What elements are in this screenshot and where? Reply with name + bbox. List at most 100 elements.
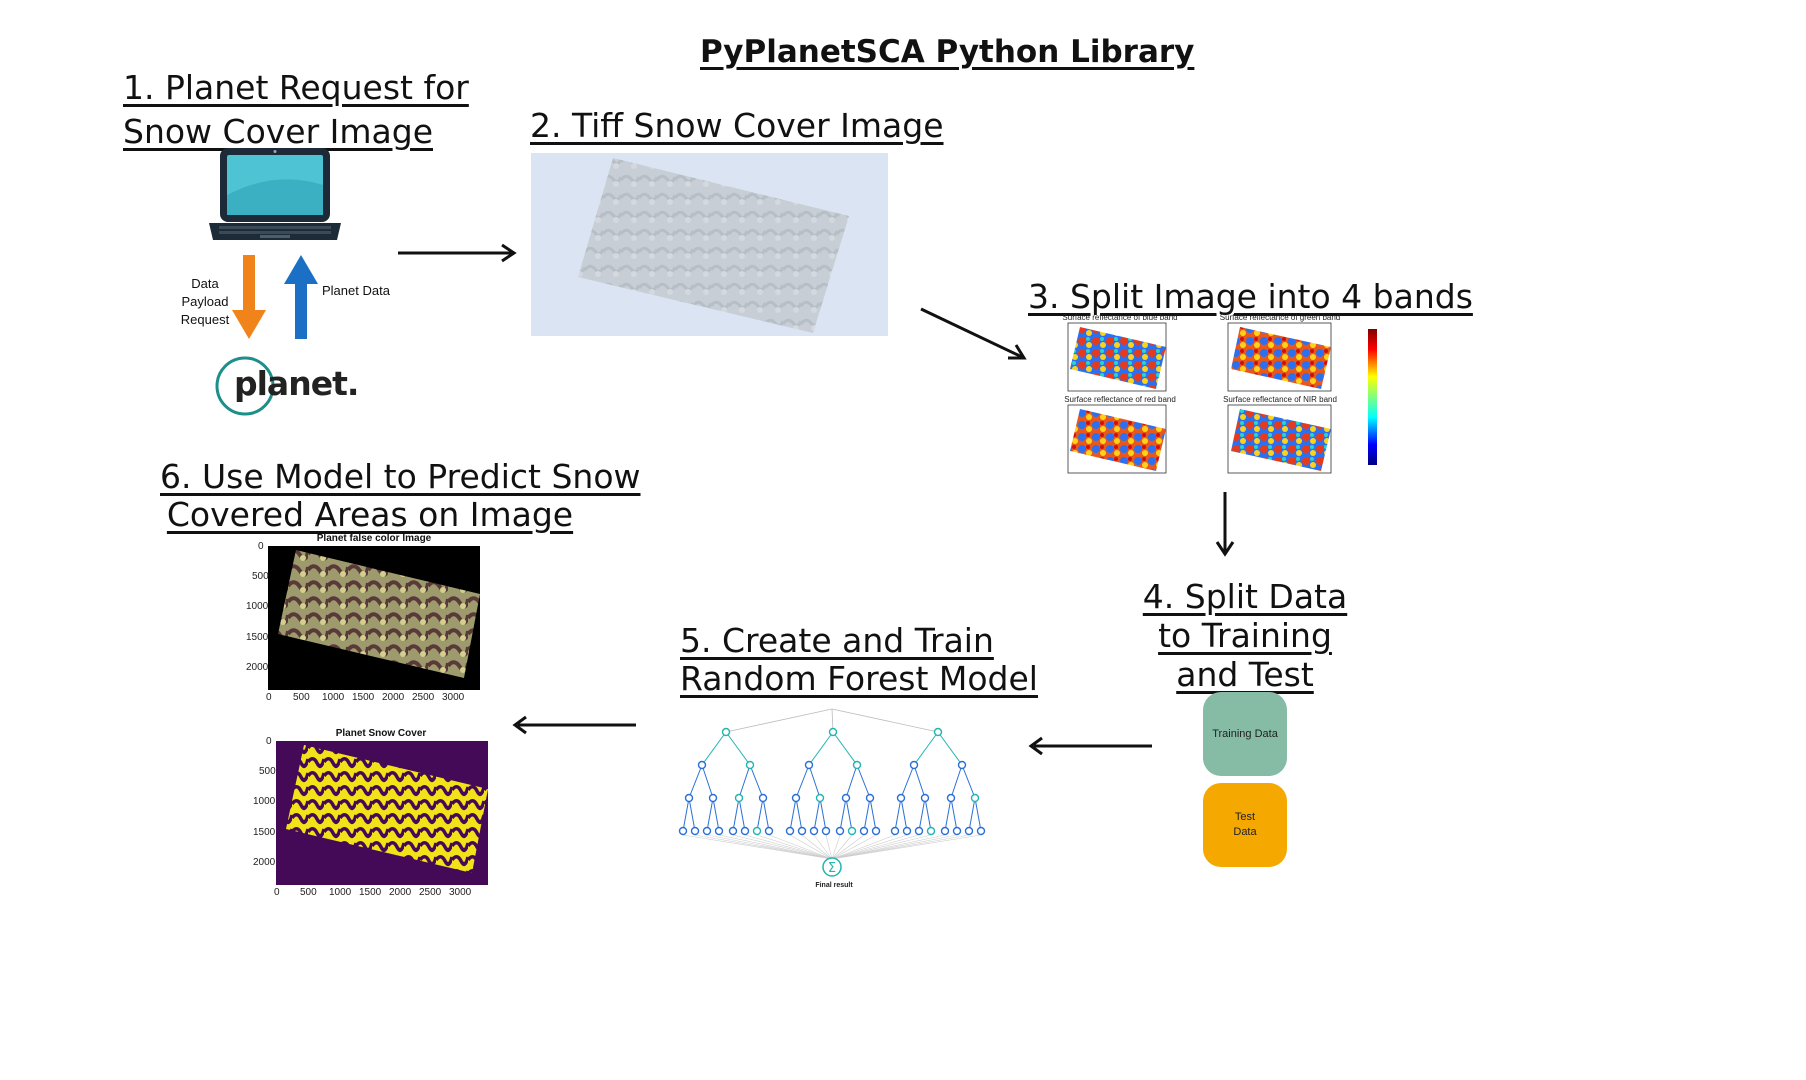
forest-vote-link	[831, 834, 896, 860]
forest-edge	[944, 797, 952, 832]
step4-line3: and Test	[1176, 655, 1314, 694]
step5-line1: 5. Create and Train	[680, 621, 994, 660]
forest-vote-link	[831, 834, 932, 860]
forest-vote-link	[825, 834, 833, 860]
sc-xtick-1: 500	[300, 887, 317, 898]
forest-node	[721, 727, 731, 737]
forest-vote-link	[718, 834, 833, 860]
forest-vote-link	[831, 834, 920, 860]
forest-leaf	[871, 826, 881, 836]
forest-node	[970, 793, 980, 803]
forest-edge	[813, 797, 821, 832]
forest-leaf	[678, 826, 688, 836]
forest-leaf	[835, 826, 845, 836]
forest-vote-link	[801, 834, 833, 860]
forest-root-link	[725, 708, 833, 733]
forest-leaf	[702, 826, 712, 836]
forest-edge	[832, 731, 858, 766]
arrow-step2-to-step3	[920, 307, 1027, 360]
forest-leaf	[821, 826, 831, 836]
forest-vote-link	[831, 834, 877, 860]
sc-ytick-0: 0	[266, 736, 272, 747]
sc-xtick-4: 2000	[389, 887, 412, 898]
training-data-box: Training Data	[1203, 692, 1287, 776]
band-title-blue: Surface reflectance of blue band	[1062, 313, 1178, 322]
sc-ytick-3: 1500	[253, 827, 276, 838]
planet-data-label: Planet Data	[322, 283, 390, 298]
forest-vote-link	[732, 834, 833, 860]
forest-leaf	[847, 826, 857, 836]
forest-edge	[682, 797, 690, 832]
forest-leaf	[785, 826, 795, 836]
false-color-axes	[268, 546, 480, 690]
forest-root-link	[831, 708, 939, 733]
forest-leaf	[940, 826, 950, 836]
forest-node	[745, 760, 755, 770]
false-color-plot-title: Planet false color Image	[316, 533, 432, 544]
forest-edge	[968, 797, 976, 832]
forest-leaf	[740, 826, 750, 836]
sc-xtick-5: 2500	[419, 887, 442, 898]
forest-node	[841, 793, 851, 803]
snow-cover-plot: Planet Snow Cover 0 500 1000 1500 2000 0…	[245, 728, 515, 903]
forest-vote-link	[682, 834, 833, 860]
forest-node	[920, 793, 930, 803]
fc-xtick-2: 1000	[322, 692, 345, 703]
step6-line1: 6. Use Model to Predict Snow	[160, 457, 641, 496]
forest-vote-link	[831, 834, 841, 860]
forest-edge	[706, 797, 714, 832]
sc-xtick-2: 1000	[329, 887, 352, 898]
forest-node	[697, 760, 707, 770]
forest-edge	[819, 797, 827, 832]
forest-edge	[913, 764, 926, 799]
forest-edge	[725, 731, 751, 766]
forest-edge	[856, 764, 871, 799]
band-title-nir: Surface reflectance of NIR band	[1223, 395, 1337, 404]
forest-leaf	[809, 826, 819, 836]
forest-edge	[863, 797, 871, 832]
forest-leaf	[926, 826, 936, 836]
forest-node	[828, 727, 838, 737]
fc-xtick-1: 500	[293, 692, 310, 703]
fc-xtick-5: 2500	[412, 692, 435, 703]
down-arrow-icon	[232, 255, 266, 339]
forest-edge	[839, 797, 847, 832]
forest-leaf	[976, 826, 986, 836]
forest-leaf	[797, 826, 807, 836]
band-title-red: Surface reflectance of red band	[1064, 395, 1176, 404]
false-color-plot: Planet false color Image 0 500 1000 1500…	[238, 533, 508, 708]
forest-node	[852, 760, 862, 770]
planet-logo-text: planet.	[234, 364, 359, 403]
sc-ytick-4: 2000	[253, 857, 276, 868]
forest-edge	[961, 764, 976, 799]
test-label-line2: Data	[1233, 826, 1257, 838]
forest-node	[909, 760, 919, 770]
down-label-line2: Payload	[181, 294, 229, 309]
fc-xtick-4: 2000	[382, 692, 405, 703]
forest-leaf	[690, 826, 700, 836]
step6-line2: Covered Areas on Image	[166, 495, 574, 534]
forest-edge	[894, 797, 902, 832]
down-label-line1: Data	[191, 276, 219, 291]
forest-vote-link	[831, 834, 970, 860]
forest-leaf	[914, 826, 924, 836]
band-maps	[1067, 322, 1377, 474]
forest-edge	[701, 764, 714, 799]
forest-node	[804, 760, 814, 770]
down-label-line3: Request	[180, 312, 230, 327]
four-bands-figure: Surface reflectance of blue band Surface…	[1050, 313, 1390, 483]
random-forest-diagram: Σ	[678, 708, 986, 877]
forest-edge	[762, 797, 770, 832]
step3-heading: 3. Split Image into 4 bands	[1028, 277, 1473, 316]
forest-edge	[900, 797, 908, 832]
forest-edge	[808, 731, 834, 766]
final-result-label: Final result	[815, 882, 853, 889]
forest-leaf	[859, 826, 869, 836]
sc-ytick-1: 500	[259, 766, 276, 777]
false-color-scene	[278, 550, 480, 678]
step4-heading: 4. Split Data to Training and Test	[1140, 575, 1350, 697]
fc-xtick-3: 1500	[352, 692, 375, 703]
forest-edge	[845, 764, 858, 799]
forest-edge	[756, 797, 764, 832]
forest-edge	[808, 764, 821, 799]
